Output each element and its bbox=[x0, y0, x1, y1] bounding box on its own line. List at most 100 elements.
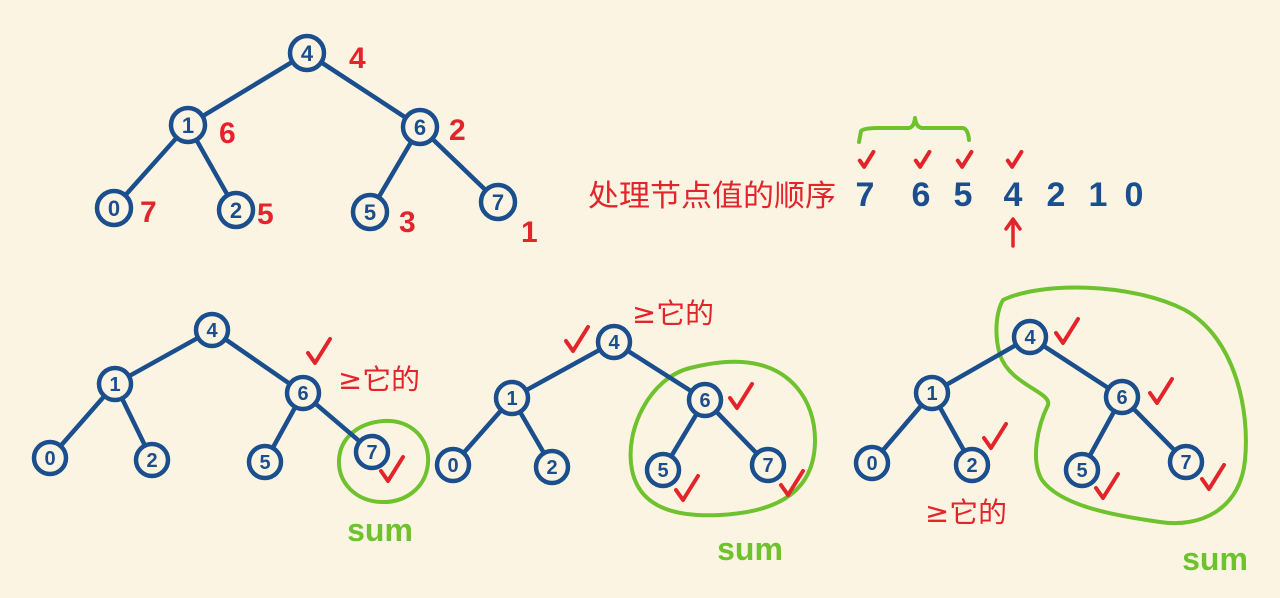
top-sum-label-7: 1 bbox=[521, 216, 538, 249]
step-3-node-6-circle bbox=[1103, 378, 1141, 416]
step-3-node-4: 4 bbox=[1011, 318, 1049, 356]
step-3-node-2-label: 2 bbox=[966, 455, 977, 477]
step-3-node-7-circle bbox=[1167, 443, 1205, 481]
step-2-node-6-label: 6 bbox=[699, 390, 710, 412]
step-3-node-5: 5 bbox=[1063, 451, 1101, 489]
step-1-edge-6-7 bbox=[312, 401, 363, 444]
step-1-node-6: 6 bbox=[284, 374, 322, 412]
top-edge-6-7 bbox=[430, 136, 488, 193]
step-1-sum-region bbox=[336, 418, 431, 505]
step-1-node-5-label: 5 bbox=[259, 452, 270, 474]
step-3-sum-region bbox=[994, 285, 1248, 525]
step-1-edge-4-6 bbox=[222, 336, 293, 387]
top-node-7: 7 bbox=[478, 182, 518, 222]
step-3-node-4-circle bbox=[1011, 318, 1049, 356]
step-2-check-5 bbox=[674, 474, 700, 502]
step-2-check-6 bbox=[728, 382, 754, 410]
step-2-node-5-circle bbox=[644, 451, 682, 489]
step-3-node-2-circle bbox=[953, 446, 991, 484]
top-sum-label-0: 7 bbox=[140, 196, 157, 229]
step-1-node-4-label: 4 bbox=[206, 320, 218, 342]
top-node-2-label: 2 bbox=[230, 198, 242, 223]
step-2-edge-4-1 bbox=[523, 347, 603, 393]
top-sum-label-1: 6 bbox=[219, 117, 236, 150]
step-3-edge-4-1 bbox=[943, 342, 1019, 388]
step-3-node-6: 6 bbox=[1103, 378, 1141, 416]
top-edge-6-5 bbox=[376, 139, 414, 200]
step-2-node-5: 5 bbox=[644, 451, 682, 489]
step-3-edge-1-0 bbox=[880, 402, 924, 454]
step-3-edge-6-7 bbox=[1130, 406, 1178, 453]
step-1-note: ≥它的 bbox=[338, 363, 420, 396]
top-node-4: 4 bbox=[287, 33, 327, 73]
top-edge-4-6 bbox=[318, 60, 409, 120]
top-node-6-circle bbox=[400, 107, 440, 147]
step-1-sum-label: sum bbox=[347, 512, 413, 548]
step-1-node-4-circle bbox=[193, 311, 231, 349]
step-2-node-2: 2 bbox=[533, 448, 571, 486]
order-check-3 bbox=[1005, 149, 1024, 169]
step-3-node-5-label: 5 bbox=[1076, 460, 1087, 482]
step-3-node-2: 2 bbox=[953, 446, 991, 484]
step-2-node-4: 4 bbox=[595, 323, 633, 361]
order-label: 处理节点值的顺序 bbox=[588, 179, 836, 214]
step-2-node-1: 1 bbox=[493, 379, 531, 417]
top-node-1-circle bbox=[168, 105, 208, 145]
step-2-note: ≥它的 bbox=[632, 297, 714, 330]
step-1-node-5: 5 bbox=[246, 443, 284, 481]
top-sum-label-6: 2 bbox=[449, 114, 466, 147]
top-node-4-circle bbox=[287, 33, 327, 73]
order-value-2: 5 bbox=[954, 176, 973, 214]
step-3-node-6-label: 6 bbox=[1116, 387, 1127, 409]
top-sum-label-5: 3 bbox=[399, 206, 416, 239]
step-2-edge-6-5 bbox=[668, 411, 700, 459]
step-2-edge-1-0 bbox=[461, 407, 504, 456]
order-value-0: 7 bbox=[856, 176, 875, 214]
top-edge-1-0 bbox=[123, 135, 179, 198]
order-value-1: 6 bbox=[912, 176, 931, 214]
top-edge-1-2 bbox=[194, 137, 230, 198]
top-edge-4-1 bbox=[200, 59, 295, 119]
step-3-node-7-label: 7 bbox=[1180, 452, 1191, 474]
step-3-check-2 bbox=[982, 422, 1008, 450]
step-2-sum-region bbox=[628, 359, 817, 518]
step-3-node-0-label: 0 bbox=[866, 453, 877, 475]
step-1-edge-1-2 bbox=[119, 396, 148, 448]
order-value-3: 4 bbox=[1004, 176, 1023, 214]
order-check-0 bbox=[857, 149, 876, 169]
step-2-node-1-label: 1 bbox=[506, 388, 517, 410]
step-2-node-2-circle bbox=[533, 448, 571, 486]
step-1-node-2-circle bbox=[133, 441, 171, 479]
top-node-0-circle bbox=[94, 188, 134, 228]
step-2-node-6: 6 bbox=[686, 381, 724, 419]
step-1-node-2: 2 bbox=[133, 441, 171, 479]
step-2-node-0-circle bbox=[434, 446, 472, 484]
top-node-1: 1 bbox=[168, 105, 208, 145]
step-3-node-1: 1 bbox=[913, 374, 951, 412]
step-2-node-4-label: 4 bbox=[608, 332, 620, 354]
step-2-check-7 bbox=[779, 469, 805, 497]
top-node-0-label: 0 bbox=[108, 196, 120, 221]
step-3-node-0-circle bbox=[853, 444, 891, 482]
step-3-node-7: 7 bbox=[1167, 443, 1205, 481]
step-1-node-1-circle bbox=[96, 365, 134, 403]
top-node-5: 5 bbox=[350, 192, 390, 232]
top-node-1-label: 1 bbox=[182, 113, 194, 138]
top-sum-label-2: 5 bbox=[257, 198, 274, 231]
step-1-node-5-circle bbox=[246, 443, 284, 481]
step-2-edge-4-6 bbox=[625, 348, 694, 394]
step-2-node-0-label: 0 bbox=[447, 455, 458, 477]
step-1-node-7-circle bbox=[353, 433, 391, 471]
top-node-5-label: 5 bbox=[364, 200, 376, 225]
top-node-2: 2 bbox=[216, 190, 256, 230]
step-1-check-6 bbox=[306, 337, 332, 365]
step-2-sum-label: sum bbox=[717, 531, 783, 567]
step-2-node-5-label: 5 bbox=[657, 460, 668, 482]
step-2-node-7-label: 7 bbox=[762, 455, 773, 477]
step-2-check-4 bbox=[564, 325, 590, 353]
step-3-edge-1-2 bbox=[937, 404, 967, 454]
step-3-sum-label: sum bbox=[1182, 541, 1248, 577]
